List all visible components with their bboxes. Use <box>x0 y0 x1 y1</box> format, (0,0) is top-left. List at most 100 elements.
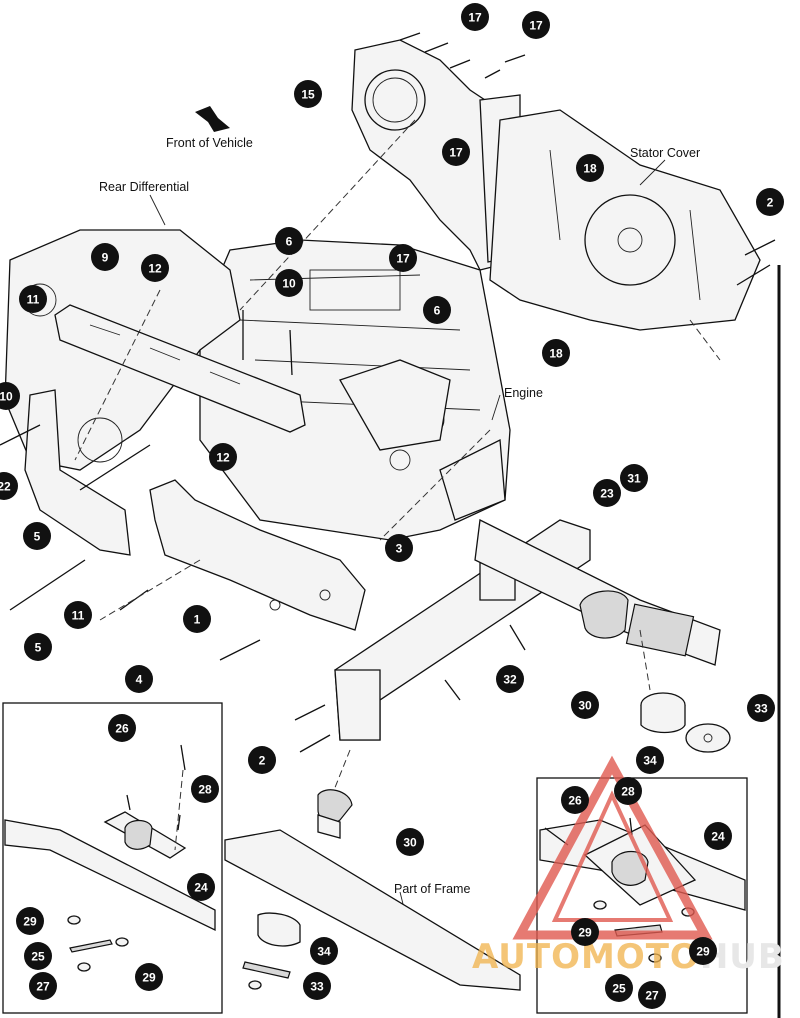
svg-text:6: 6 <box>434 304 441 318</box>
callout-33: 33 <box>303 972 331 1000</box>
svg-text:30: 30 <box>578 699 592 713</box>
svg-text:17: 17 <box>468 11 482 25</box>
callout-17-2: 17 <box>522 11 550 39</box>
svg-text:11: 11 <box>72 609 85 623</box>
callout-12: 12 <box>141 254 169 282</box>
svg-text:26: 26 <box>115 722 129 736</box>
svg-text:23: 23 <box>600 487 614 501</box>
svg-text:10: 10 <box>282 277 296 291</box>
callout-28: 28 <box>191 775 219 803</box>
callout-33-2: 33 <box>747 694 775 722</box>
svg-text:17: 17 <box>396 252 410 266</box>
callout-30: 30 <box>396 828 424 856</box>
svg-text:27: 27 <box>645 989 659 1003</box>
svg-text:11: 11 <box>27 293 40 307</box>
svg-text:24: 24 <box>711 830 725 844</box>
callout-17-4: 17 <box>389 244 417 272</box>
watermark-text: AUTOMOTOHUB <box>472 937 785 977</box>
svg-text:28: 28 <box>198 783 212 797</box>
svg-text:1: 1 <box>194 613 201 627</box>
callout-32: 32 <box>496 665 524 693</box>
svg-text:29: 29 <box>142 971 156 985</box>
svg-text:24: 24 <box>194 881 208 895</box>
callout-31: 31 <box>620 464 648 492</box>
svg-text:5: 5 <box>35 641 42 655</box>
callout-6: 6 <box>275 227 303 255</box>
callout-34: 34 <box>310 937 338 965</box>
stator-cover-label: Stator Cover <box>630 146 700 160</box>
stator-cover <box>489 109 761 331</box>
callout-5-2: 5 <box>24 633 52 661</box>
callout-5: 5 <box>23 522 51 550</box>
callout-34-2: 34 <box>636 746 664 774</box>
front-of-vehicle-arrow-icon <box>195 106 230 132</box>
callout-29-3: 29 <box>571 918 599 946</box>
svg-text:17: 17 <box>449 146 463 160</box>
callout-23: 23 <box>593 479 621 507</box>
svg-text:15: 15 <box>301 88 315 102</box>
callout-10-2: 10 <box>0 382 20 410</box>
svg-text:10: 10 <box>0 390 13 404</box>
svg-text:22: 22 <box>0 480 11 494</box>
svg-text:5: 5 <box>34 530 41 544</box>
callout-18-2: 18 <box>542 339 570 367</box>
callout-29-4: 29 <box>689 937 717 965</box>
front-mount-bracket <box>149 479 366 631</box>
callout-22: 22 <box>0 472 18 500</box>
callout-15: 15 <box>294 80 322 108</box>
callout-11: 11 <box>19 285 47 313</box>
callout-17-3: 17 <box>442 138 470 166</box>
svg-text:12: 12 <box>148 262 162 276</box>
callout-26: 26 <box>108 714 136 742</box>
svg-text:9: 9 <box>102 251 109 265</box>
svg-text:6: 6 <box>286 235 293 249</box>
callout-6-2: 6 <box>423 296 451 324</box>
svg-text:17: 17 <box>529 19 543 33</box>
svg-text:2: 2 <box>259 754 266 768</box>
callout-1: 1 <box>183 605 211 633</box>
callout-25-2: 25 <box>605 974 633 1002</box>
svg-text:25: 25 <box>612 982 626 996</box>
svg-text:4: 4 <box>136 673 143 687</box>
svg-text:28: 28 <box>621 785 635 799</box>
svg-text:34: 34 <box>643 754 657 768</box>
callout-11-2: 11 <box>64 601 92 629</box>
callout-29: 29 <box>16 907 44 935</box>
rear-mount-bracket <box>54 304 306 433</box>
svg-text:32: 32 <box>503 673 517 687</box>
svg-text:29: 29 <box>696 945 710 959</box>
svg-text:25: 25 <box>31 950 45 964</box>
part-of-frame-label: Part of Frame <box>394 882 470 896</box>
callout-9: 9 <box>91 243 119 271</box>
svg-text:18: 18 <box>549 347 563 361</box>
svg-text:2: 2 <box>767 196 774 210</box>
svg-text:26: 26 <box>568 794 582 808</box>
bolts <box>0 32 776 753</box>
callout-17: 17 <box>461 3 489 31</box>
callout-4: 4 <box>125 665 153 693</box>
callout-30-2: 30 <box>571 691 599 719</box>
callout-24: 24 <box>187 873 215 901</box>
callout-2-2: 2 <box>248 746 276 774</box>
callout-28-2: 28 <box>614 777 642 805</box>
engine-label: Engine <box>504 386 543 400</box>
callout-12-2: 12 <box>209 443 237 471</box>
left-mount-bracket <box>24 389 131 556</box>
rear-differential-label: Rear Differential <box>99 180 189 194</box>
callout-25: 25 <box>24 942 52 970</box>
callout-26-2: 26 <box>561 786 589 814</box>
svg-text:12: 12 <box>216 451 230 465</box>
callout-10: 10 <box>275 269 303 297</box>
svg-text:31: 31 <box>627 472 641 486</box>
front-of-vehicle-label: Front of Vehicle <box>166 136 253 150</box>
svg-text:33: 33 <box>310 980 324 994</box>
svg-text:30: 30 <box>403 836 417 850</box>
svg-text:34: 34 <box>317 945 331 959</box>
svg-text:18: 18 <box>583 162 597 176</box>
svg-text:29: 29 <box>578 926 592 940</box>
callout-2: 2 <box>756 188 784 216</box>
inset-middle <box>224 789 521 991</box>
crossmember <box>334 519 591 741</box>
